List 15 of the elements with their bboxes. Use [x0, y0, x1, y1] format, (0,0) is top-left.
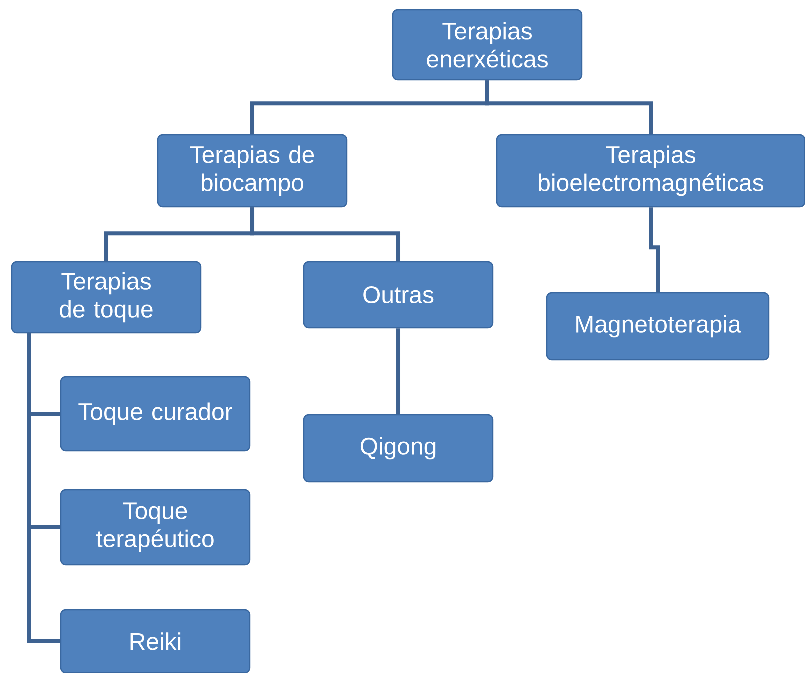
process-box: Magnetoterapia: [546, 292, 770, 361]
process-box: Reiki: [60, 609, 251, 673]
connector-line: [27, 334, 60, 644]
process-box: Terapias bioelectromagnéticas: [496, 134, 805, 208]
process-box: Outras: [303, 261, 494, 329]
process-box: Toque curador: [60, 376, 251, 452]
connector-line: [649, 208, 660, 292]
process-box: Terapias enerxéticas: [392, 9, 583, 81]
process-box: Toque terapéutico: [60, 489, 251, 566]
connector-line: [486, 80, 653, 134]
connector-line: [250, 208, 400, 262]
connector-line: [396, 328, 400, 414]
process-box: Terapias de toque: [11, 261, 202, 334]
process-box: Terapias de biocampo: [157, 134, 348, 208]
process-box: Qigong: [303, 414, 494, 483]
